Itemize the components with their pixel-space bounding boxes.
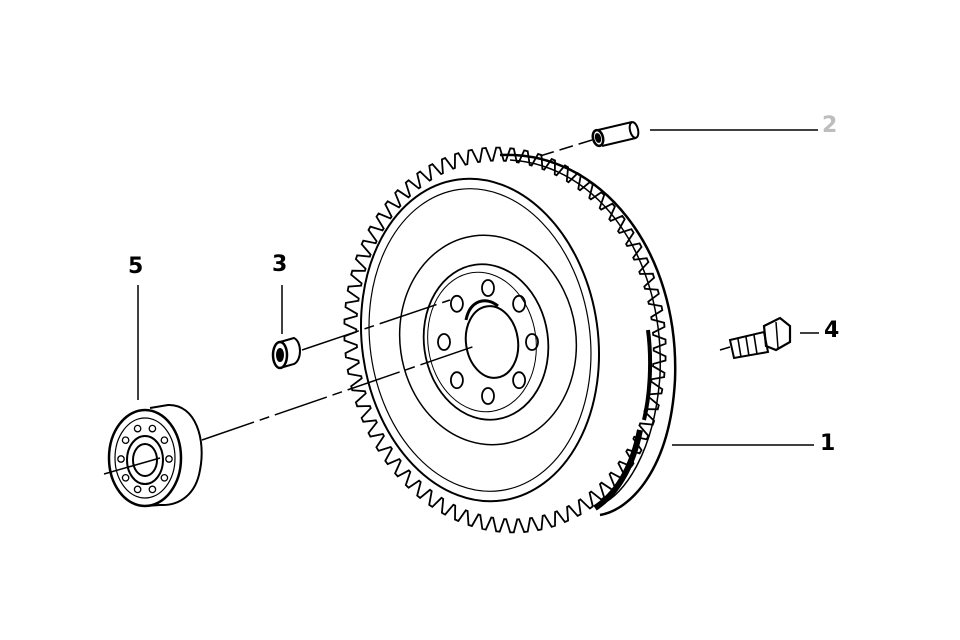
- callout-2: 2: [822, 113, 838, 138]
- bearing-ball: [121, 473, 130, 482]
- flywheel-bolt-holes: [437, 279, 539, 405]
- dowel-pin[interactable]: [539, 121, 640, 157]
- bolt-hole: [437, 333, 451, 351]
- bolt-hole: [512, 371, 526, 390]
- bolt-hole: [525, 333, 539, 351]
- ring-gear-teeth: [343, 146, 667, 534]
- bearing-ball: [160, 436, 169, 445]
- bearing-ball: [133, 424, 142, 433]
- callout-leader-lines: [137, 129, 819, 446]
- bearing-ball: [148, 424, 157, 433]
- bearing-ball: [121, 436, 130, 445]
- bearing-ball: [117, 455, 125, 463]
- callout-5: 5: [128, 254, 144, 279]
- bearing-balls: [117, 424, 173, 494]
- bolt-hole: [481, 279, 495, 297]
- bearing-ball: [160, 473, 169, 482]
- callout-1: 1: [820, 431, 836, 456]
- bearing-ball: [148, 485, 157, 494]
- ball-bearing[interactable]: [103, 344, 479, 508]
- bolt-hole: [449, 371, 464, 390]
- bearing-ball: [165, 455, 173, 463]
- callout-3: 3: [272, 252, 288, 277]
- bearing-ball: [133, 485, 142, 494]
- bolt-hole: [481, 387, 495, 405]
- callout-4: 4: [824, 318, 840, 343]
- bolt[interactable]: [719, 316, 792, 360]
- flywheel[interactable]: [341, 146, 677, 534]
- sleeve[interactable]: [271, 299, 451, 370]
- bolt-hole: [449, 294, 464, 313]
- bolt-hole: [512, 294, 526, 313]
